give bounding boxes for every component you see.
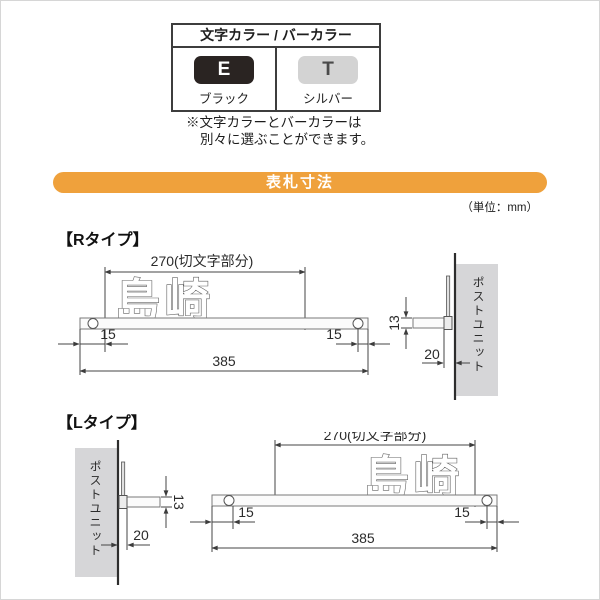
r-type-diagram: 270(切文字部分) 島崎 15 15 385 xyxy=(58,253,498,400)
post-unit-label-l: ポストユニット xyxy=(88,460,102,558)
r-bracket xyxy=(443,316,453,330)
r-protrusion-value: 20 xyxy=(424,346,440,362)
r-dim-15-left: 15 xyxy=(58,326,128,375)
r-edge-offset-left-value: 15 xyxy=(100,326,116,342)
l-protrusion-value: 20 xyxy=(133,527,149,543)
l-dim-385: 385 xyxy=(211,530,498,551)
l-dim-15-right: 15 xyxy=(454,504,519,552)
unit-label: （単位：mm） xyxy=(461,202,538,214)
black-color-label: ブラック xyxy=(198,92,249,106)
color-option-silver: T シルバー xyxy=(275,48,379,110)
l-letters-edge xyxy=(121,461,126,498)
color-note-line2: 別々に選ぶことができます。 xyxy=(200,132,375,147)
r-total-width-value: 385 xyxy=(212,353,236,369)
black-color-swatch: E xyxy=(194,56,254,84)
r-bar-side xyxy=(412,317,445,329)
l-dim-13: 13 xyxy=(161,476,187,528)
r-bar-front-view xyxy=(79,317,369,330)
color-note: ※文字カラーとバーカラーは 別々に選ぶことができます。 xyxy=(186,114,374,148)
l-dim-20: 20 xyxy=(101,508,150,550)
r-edge-offset-right-value: 15 xyxy=(326,326,342,342)
r-dim-20: 20 xyxy=(422,329,470,368)
l-thickness-value: 13 xyxy=(171,494,187,510)
r-side-view xyxy=(412,253,498,400)
l-bracket xyxy=(118,495,128,509)
section-banner: 表札寸法 xyxy=(53,172,547,193)
l-type-heading: 【Lタイプ】 xyxy=(57,415,147,432)
silver-color-code: T xyxy=(322,59,334,80)
l-dim-15-left: 15 xyxy=(190,504,255,552)
r-cut-width-value: 270(切文字部分) xyxy=(151,253,254,269)
r-dim-15-right: 15 xyxy=(326,326,390,375)
l-post-unit xyxy=(75,448,117,577)
r-dim-13: 13 xyxy=(386,297,412,349)
r-type-heading: 【Rタイプ】 xyxy=(57,232,149,249)
post-unit-label-r: ポストユニット xyxy=(471,276,485,374)
l-left-hole xyxy=(223,495,235,506)
l-edge-offset-left-value: 15 xyxy=(238,504,254,520)
l-type-diagram: 13 20 270(切文字部分) 島崎 15 xyxy=(75,432,519,585)
l-edge-offset-right-value: 15 xyxy=(454,504,470,520)
color-table-body: E ブラック T シルバー xyxy=(173,48,379,110)
l-bar-side xyxy=(126,496,161,508)
color-option-black: E ブラック xyxy=(173,48,275,110)
color-table-header: 文字カラー / バーカラー xyxy=(173,25,379,48)
l-total-width-value: 385 xyxy=(351,530,375,546)
black-color-code: E xyxy=(217,59,231,80)
l-cut-width-value: 270(切文字部分) xyxy=(324,432,427,443)
color-note-line1: ※文字カラーとバーカラーは xyxy=(186,115,362,130)
r-letters-edge xyxy=(446,275,451,319)
silver-color-label: シルバー xyxy=(302,92,353,106)
r-dim-270: 270(切文字部分) xyxy=(104,253,306,352)
r-thickness-value: 13 xyxy=(386,315,402,331)
silver-color-swatch: T xyxy=(298,56,358,84)
l-side-view xyxy=(75,440,161,585)
l-bar-front-view xyxy=(211,494,498,507)
r-post-unit xyxy=(456,264,498,396)
r-left-hole xyxy=(87,318,99,329)
r-dim-385: 385 xyxy=(79,353,369,374)
l-right-hole xyxy=(481,495,493,506)
r-right-hole xyxy=(352,318,364,329)
color-option-table: 文字カラー / バーカラー E ブラック T シルバー xyxy=(171,23,381,112)
